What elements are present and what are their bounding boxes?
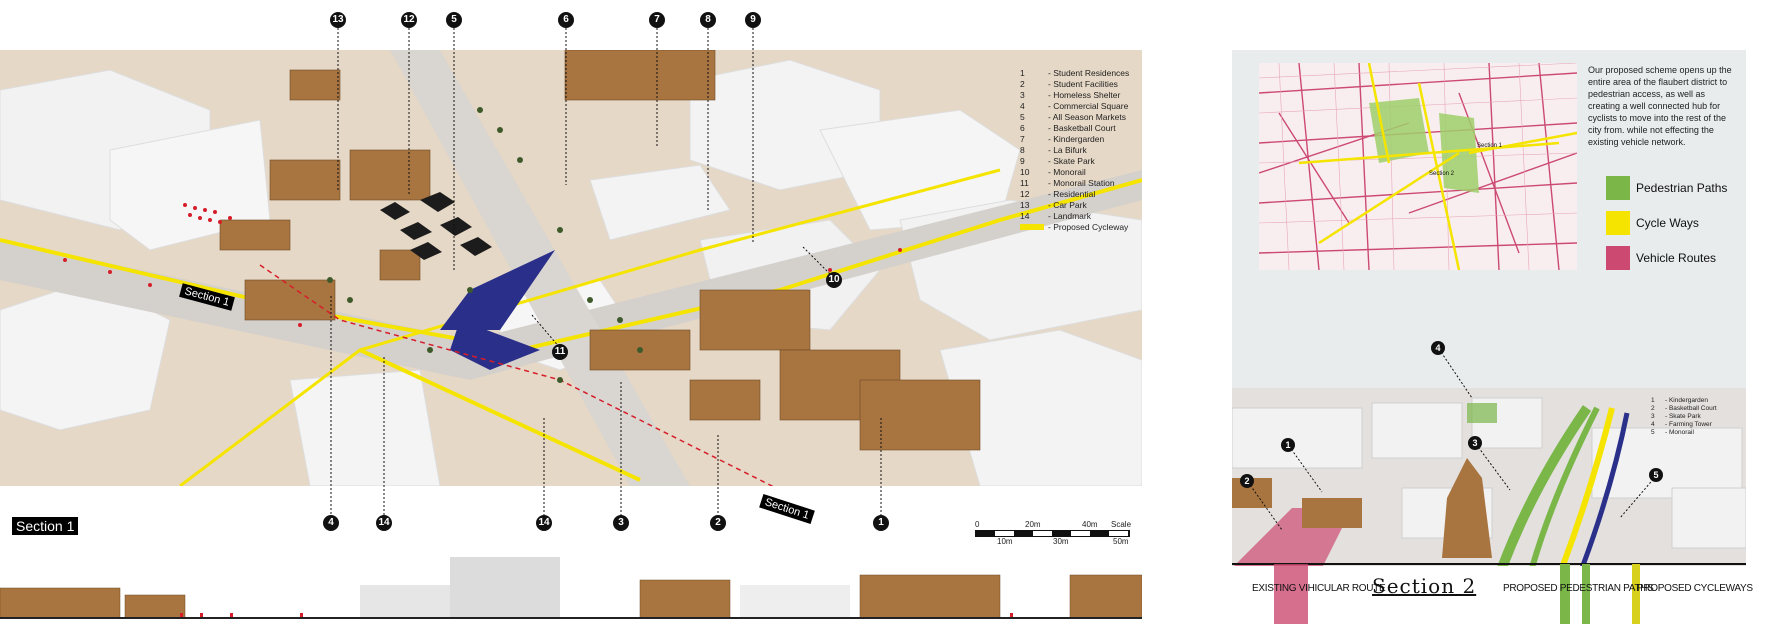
key-pedestrian: Pedestrian Paths [1606,176,1727,200]
marker-14b: 14 [536,515,552,531]
proposed-cycleways-label: PROPOSED CYCLEWAYS [1637,583,1753,594]
section2-marker-2: 2 [1240,474,1254,488]
vehicle-swatch [1606,246,1630,270]
scale-bottom-10: 10m [997,537,1013,546]
cycleway-swatch [1020,224,1044,230]
section2-legend: 1- Kindergarden 2- Basketball Court 3- S… [1651,397,1717,437]
aerial-legend: 1- Student Residences 2- Student Facilit… [1020,68,1129,233]
scale-top-20: 20m [1025,520,1041,529]
section2-marker-4: 4 [1431,341,1445,355]
section2-marker-5: 5 [1649,468,1663,482]
aerial-illustration [0,49,1143,491]
marker-1: 1 [873,515,889,531]
proposed-pedestrian-label: PROPOSED PEDESTRIAN PATHS [1503,583,1654,594]
legend-item: 2- Student Facilities [1020,79,1118,89]
vehicle-strip [1274,564,1308,624]
key-vehicle: Vehicle Routes [1606,246,1716,270]
legend-item: 8- La Bifurk [1020,145,1087,155]
marker-14a: 14 [376,515,392,531]
section2-title: Section 2 [1372,574,1477,598]
scheme-description: Our proposed scheme opens up the entire … [1588,65,1732,147]
marker-8: 8 [700,12,716,28]
scale-top-0: 0 [975,520,980,529]
legend-item: 9- Skate Park [1020,156,1095,166]
section1-title: Section 1 [12,517,79,535]
legend-item: 13- Car Park [1020,200,1087,210]
legend-item: 10- Monorail [1020,167,1086,177]
section1-elevation [0,545,1142,624]
key-cycle: Cycle Ways [1606,211,1699,235]
section2-marker-1: 1 [1281,438,1295,452]
legend-item: 5- All Season Markets [1020,112,1126,122]
legend-item: 4- Commercial Square [1020,101,1129,111]
marker-11: 11 [552,344,568,360]
section2-marker-3: 3 [1468,436,1482,450]
legend-item-cycleway: - Proposed Cycleway [1020,222,1129,233]
marker-12: 12 [401,12,417,28]
marker-6: 6 [558,12,574,28]
legend-item: 11- Monorail Station [1020,178,1115,188]
cycle-strip [1632,564,1640,624]
scale-top-title: Scale [1111,520,1132,529]
section2-legend-item: 5- Monorail [1651,429,1694,436]
legend-item: 14- Landmark [1020,211,1091,221]
section2-perspective [1232,388,1746,566]
existing-vehicular-label: EXISTING VIHICULAR ROUTE [1252,583,1386,594]
scale-bottom-30: 30m [1053,537,1069,546]
section2-legend-item: 4- Farming Tower [1651,421,1712,428]
map-label-section2: Section 2 [1429,171,1455,177]
pedestrian-strip-2 [1582,564,1590,624]
legend-item: 6- Basketball Court [1020,123,1116,133]
legend-item: 1- Student Residences [1020,68,1130,78]
marker-13: 13 [330,12,346,28]
scale-bottom-50: 50m [1113,537,1129,546]
section2-legend-item: 1- Kindergarden [1651,397,1708,404]
marker-9: 9 [745,12,761,28]
legend-item: 3- Homeless Shelter [1020,90,1121,100]
scale-bar: 0 20m 40m Scale 10m 30m 50m [975,520,1131,550]
scale-top-40: 40m [1082,520,1098,529]
city-map: Section 1 Section 2 [1259,63,1577,270]
section2-leader-lines [1247,348,1657,531]
pedestrian-strip-1 [1560,564,1570,624]
marker-5: 5 [446,12,462,28]
map-label-section1: Section 1 [1477,143,1503,149]
section2-legend-item: 2- Basketball Court [1651,405,1717,412]
marker-4: 4 [323,515,339,531]
aerial-leader-lines [330,28,882,515]
aerial-axonometric-view [0,49,1143,491]
scale-bar-graphic [975,530,1130,537]
legend-item: 7- Kindergarden [1020,134,1105,144]
legend-item: 12- Residential [1020,189,1096,199]
marker-2: 2 [710,515,726,531]
marker-10: 10 [826,272,842,288]
marker-7: 7 [649,12,665,28]
marker-3: 3 [613,515,629,531]
section2-legend-item: 3- Skate Park [1651,413,1701,420]
pedestrian-swatch [1606,176,1630,200]
city-map-graphic [1259,63,1577,270]
cycle-swatch [1606,211,1630,235]
